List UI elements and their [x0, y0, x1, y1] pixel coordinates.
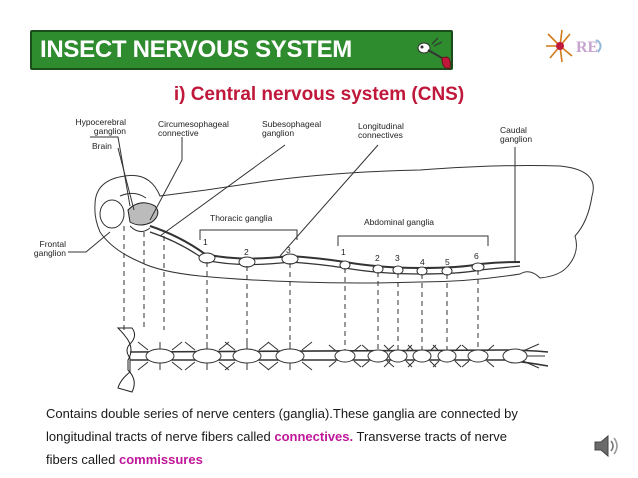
nervous-system-diagram: [68, 136, 594, 393]
ventral-brain: [116, 327, 136, 393]
title-bar: INSECT NERVOUS SYSTEM: [30, 30, 453, 70]
ventral-ganglia: [137, 341, 545, 371]
caption-line: fibers called commissures: [46, 452, 203, 467]
abdominal-number: 6: [474, 251, 479, 261]
caption-line: longitudinal tracts of nerve fibers call…: [46, 429, 508, 444]
page-title: INSECT NERVOUS SYSTEM: [40, 36, 352, 63]
abdominal-number: 1: [341, 247, 346, 257]
caption-line: Contains double series of nerve centers …: [46, 406, 518, 421]
thoracic-number: 2: [244, 247, 249, 257]
eye: [99, 199, 125, 229]
label-circumesophageal-connective: Circumesophageal connective: [158, 119, 229, 138]
insect-body-outline: [94, 165, 594, 284]
abdominal-number: 2: [375, 253, 380, 263]
section-subtitle: i) Central nervous system (CNS): [173, 84, 465, 105]
abdominal-number: 3: [395, 253, 400, 263]
label-longitudinal-connectives: Longitudinal connectives: [358, 121, 404, 140]
term-connectives: connectives.: [274, 429, 354, 444]
speaker-icon[interactable]: [592, 432, 622, 460]
label-abdominal-ganglia: Abdominal ganglia: [364, 217, 434, 227]
caption: Contains double series of nerve centers …: [46, 402, 606, 471]
term-commissures: commissures: [118, 452, 203, 467]
label-thoracic-ganglia: Thoracic ganglia: [210, 213, 273, 223]
label-subesophageal-ganglion: Subesophageal ganglion: [262, 119, 322, 138]
abdominal-number: 4: [420, 257, 425, 267]
label-caudal-ganglion: Caudal ganglion: [500, 125, 533, 144]
svg-text:RE: RE: [576, 39, 598, 56]
logo-icon: RE: [546, 29, 602, 63]
label-brain: Brain: [92, 141, 112, 151]
label-hypocerebral-ganglion: Hypocerebral ganglion: [75, 117, 126, 136]
thoracic-number: 3: [286, 245, 291, 255]
label-frontal-ganglion: Frontal ganglion: [33, 239, 66, 258]
bug-icon: [417, 37, 451, 69]
thoracic-number: 1: [203, 237, 208, 247]
abdominal-number: 5: [445, 257, 450, 267]
